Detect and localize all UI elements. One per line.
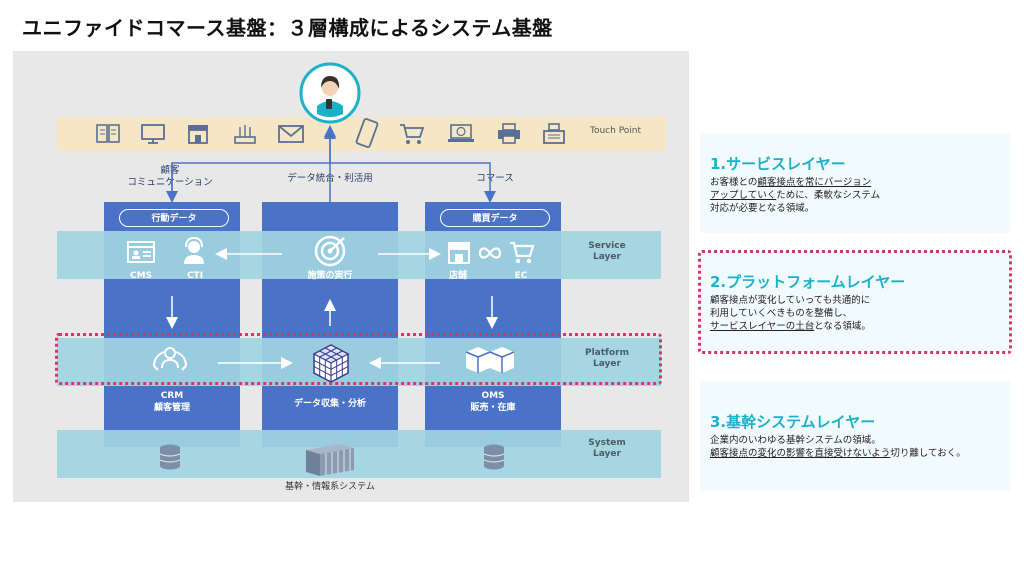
cms-label: CMS — [129, 271, 153, 281]
printer-icon — [498, 123, 520, 144]
cti-headset-icon — [184, 236, 204, 264]
service-layer-card-body: お客様との顧客接点を常にバージョン アップしていくために、柔軟なシステム 対応が… — [710, 176, 880, 215]
action-label: 施策の実行 — [307, 271, 353, 281]
card-text-underlined: サービスレイヤーの土台 — [710, 321, 815, 332]
service-layer-band — [57, 231, 661, 279]
card-text-underlined: 顧客接点の変化の影響を直接受けないよう — [710, 448, 891, 459]
page-title: ユニファイドコマース基盤：３層構成によるシステム基盤 — [22, 16, 553, 40]
mail-icon — [278, 125, 304, 143]
laptop-web-icon — [448, 124, 474, 142]
oms-label: OMS 販売・在庫 — [470, 391, 516, 413]
card-text: 企業内のいわゆる基幹システムの領域。 — [710, 435, 881, 446]
touch-point-label: Touch Point — [590, 126, 642, 136]
card-text: 顧客接点が変化していっても共通的に — [710, 295, 871, 306]
core-system-label: 基幹・情報系システム — [285, 482, 375, 492]
system-layer-band — [57, 430, 661, 478]
crm-label: CRM 顧客管理 — [153, 391, 190, 413]
card-text: ために、柔軟なシステム — [776, 190, 881, 201]
card-text: 切り離しておく。 — [890, 448, 966, 459]
platform-layer-label: Platform Layer — [585, 348, 629, 369]
ec-label: EC — [514, 271, 528, 281]
system-layer-label: System Layer — [588, 438, 626, 459]
platform-card-highlight — [698, 250, 1012, 354]
platform-layer-card: 2.プラットフォームレイヤー 顧客接点が変化していっても共通的に 利用していくべ… — [700, 251, 1010, 351]
tablet-icon — [355, 118, 379, 148]
store-label: 店舗 — [448, 271, 467, 281]
platform-layer-band — [57, 338, 661, 386]
platform-layer-card-title: 2.プラットフォームレイヤー — [710, 273, 906, 291]
service-layer-card-title: 1.サービスレイヤー — [710, 155, 846, 173]
data-cube-icon — [312, 344, 350, 383]
card-text: 利用していくべきものを整備し、 — [710, 308, 853, 319]
service-layer-label: Service Layer — [588, 241, 626, 262]
card-text-underlined: アップしていく — [710, 190, 777, 201]
system-layer-card-body: 企業内のいわゆる基幹システムの領域。 顧客接点の変化の影響を直接受けないよう切り… — [710, 434, 966, 460]
flow-label-commerce: コマース — [476, 173, 514, 184]
oms-boxes-icon — [465, 347, 515, 373]
card-text: お客様との — [710, 177, 758, 188]
database-icon-left — [159, 444, 181, 470]
monitor-icon — [141, 124, 165, 144]
service-layer-card: 1.サービスレイヤー お客様との顧客接点を常にバージョン アップしていくために、… — [700, 133, 1010, 233]
card-text: となる領域。 — [814, 321, 871, 332]
infinity-icon — [478, 247, 502, 259]
cart-icon — [400, 124, 425, 144]
data-analysis-label: データ収集・分析 — [293, 399, 366, 409]
cms-icon — [127, 241, 155, 263]
store-icon — [188, 125, 208, 144]
database-icon-right — [483, 444, 505, 470]
system-layer-card: 3.基幹システムレイヤー 企業内のいわゆる基幹システムの領域。 顧客接点の変化の… — [700, 381, 1010, 491]
system-layer-card-title: 3.基幹システムレイヤー — [710, 413, 876, 431]
crm-people-icon — [153, 347, 187, 371]
pos-register-icon — [543, 123, 565, 144]
purchase-data-pill: 購買データ — [440, 209, 550, 227]
behavior-data-pill: 行動データ — [119, 209, 229, 227]
platform-layer-highlight — [55, 333, 662, 385]
flow-label-customer-communication: 顧客 コミュニケーション — [127, 165, 213, 188]
router-icon — [234, 125, 256, 144]
target-action-icon — [314, 235, 346, 267]
store-front-icon — [448, 242, 470, 264]
server-rack-icon — [306, 444, 354, 476]
card-text: 対応が必要となる領域。 — [710, 203, 815, 214]
ec-cart-icon — [510, 241, 535, 264]
cti-label: CTI — [186, 271, 204, 281]
book-icon — [96, 124, 120, 143]
platform-layer-card-body: 顧客接点が変化していっても共通的に 利用していくべきものを整備し、 サービスレイ… — [710, 294, 871, 333]
card-text-underlined: 顧客接点を常にバージョン — [757, 177, 872, 188]
customer-avatar-icon — [299, 62, 361, 124]
